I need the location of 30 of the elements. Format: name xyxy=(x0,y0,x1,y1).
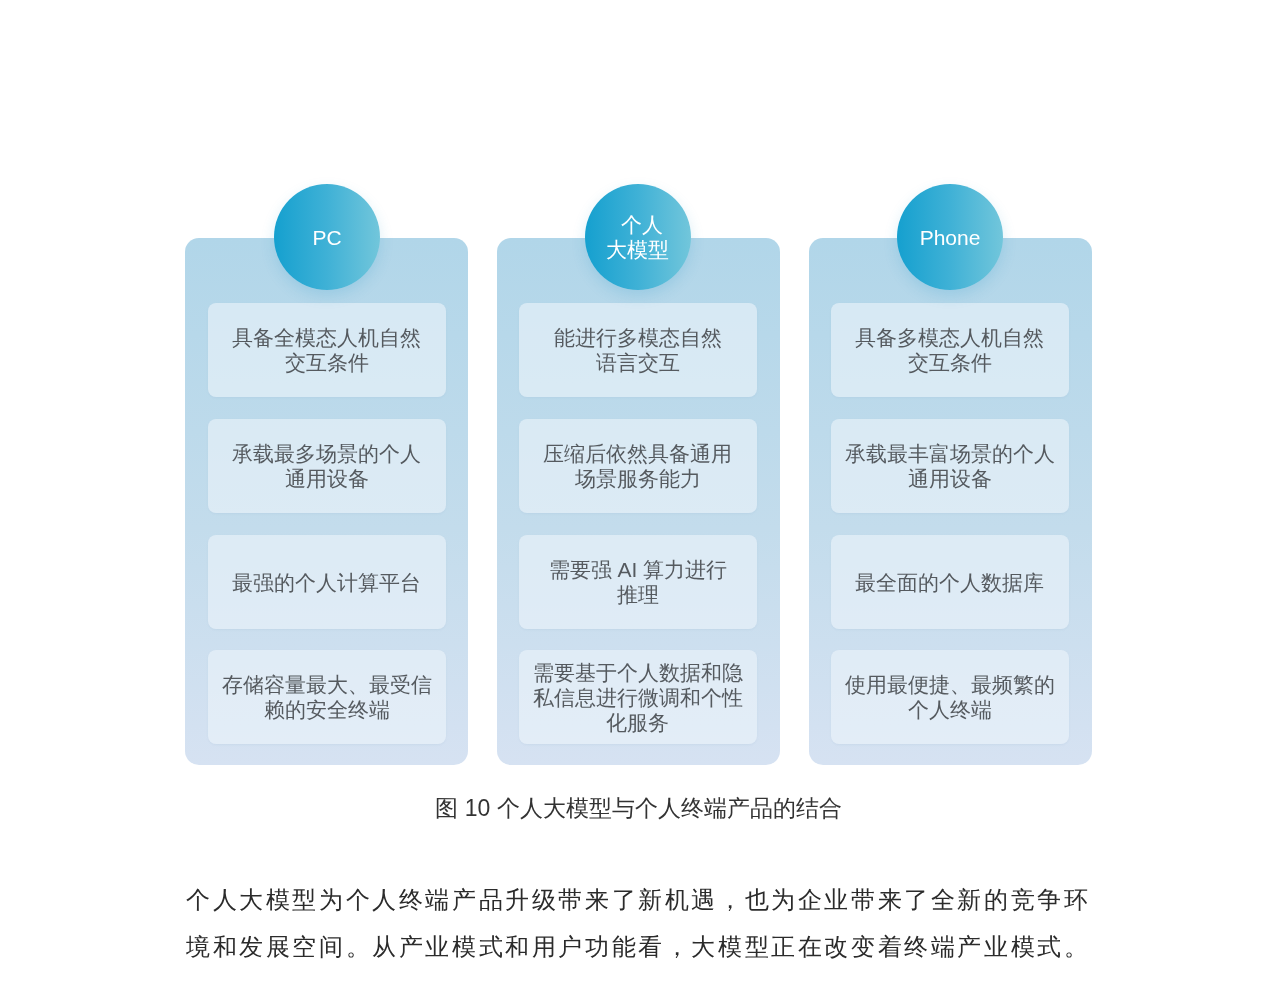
feature-text: 存储容量最大、最受信赖的安全终端 xyxy=(221,672,433,722)
feature-card xyxy=(831,535,1069,629)
figure-caption: 图 10 个人大模型与个人终端产品的结合 xyxy=(434,794,843,823)
feature-text: 承载最丰富场景的个人通用设备 xyxy=(844,441,1056,491)
feature-card xyxy=(208,303,446,397)
feature-text: 压缩后依然具备通用场景服务能力 xyxy=(542,441,734,491)
circle-label: PC xyxy=(312,224,342,250)
feature-card xyxy=(831,419,1069,513)
feature-text: 需要强 AI 算力进行推理 xyxy=(547,557,729,607)
feature-text: 具备全模态人机自然交互条件 xyxy=(231,325,423,375)
feature-card xyxy=(519,650,757,744)
feature-text: 承载最多场景的个人通用设备 xyxy=(231,441,423,491)
feature-card xyxy=(831,650,1069,744)
feature-text: 能进行多模态自然语言交互 xyxy=(553,325,723,375)
feature-card xyxy=(208,419,446,513)
feature-card xyxy=(519,535,757,629)
column-panel xyxy=(497,238,780,765)
feature-text: 最全面的个人数据库 xyxy=(854,569,1046,595)
body-paragraph: 个人大模型为个人终端产品升级带来了新机遇，也为企业带来了全新的竞争环境和发展空间。从产业模式和用户功能看，大模型正在改变着终端产业模式。 xyxy=(186,885,1092,962)
feature-card xyxy=(208,650,446,744)
circle-label: Phone xyxy=(919,224,981,250)
feature-card xyxy=(519,303,757,397)
feature-text: 需要基于个人数据和隐私信息进行微调和个性化服务 xyxy=(532,659,744,735)
feature-text: 具备多模态人机自然交互条件 xyxy=(854,325,1046,375)
feature-text: 最强的个人计算平台 xyxy=(231,569,423,595)
feature-card xyxy=(831,303,1069,397)
feature-card xyxy=(519,419,757,513)
feature-text: 使用最便捷、最频繁的个人终端 xyxy=(844,672,1056,722)
circle-label: 个人大模型 xyxy=(605,212,670,262)
feature-card xyxy=(208,535,446,629)
